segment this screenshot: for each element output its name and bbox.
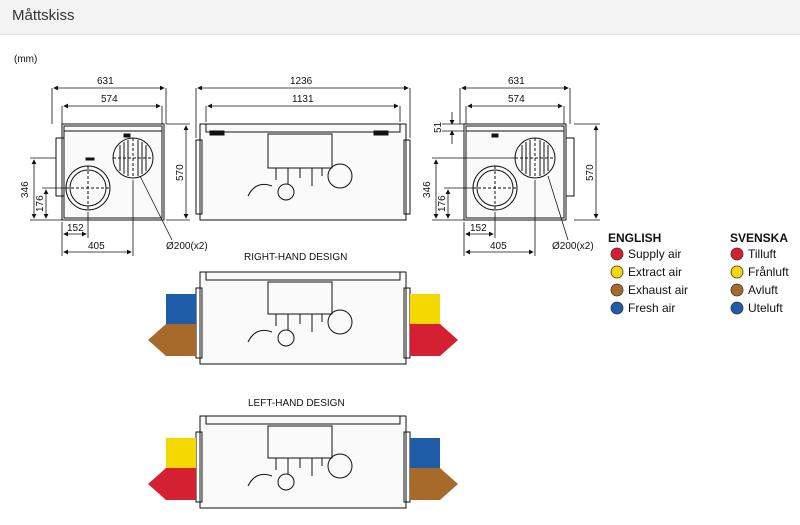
legend-swatch-en-2 — [610, 283, 624, 297]
lh-fresh-air-duct — [410, 438, 440, 470]
left-width-outer: 631 — [97, 76, 114, 87]
left-side-view — [55, 123, 165, 221]
right-top-51: 51 — [433, 121, 444, 133]
legend-english-title: ENGLISH — [608, 231, 661, 245]
units-label: (mm) — [14, 54, 37, 65]
right-width-inner: 574 — [508, 94, 525, 105]
legend: ENGLISH SVENSKA Supply air TilluftExtract… — [608, 231, 789, 315]
page-header: Måttskiss — [0, 0, 800, 35]
rh-extract-air-duct — [410, 294, 440, 326]
front-width-inner: 1131 — [292, 94, 314, 105]
left-hand-design-label: LEFT-HAND DESIGN — [248, 398, 345, 409]
lh-supply-air-duct — [148, 468, 196, 500]
right-height: 570 — [585, 164, 596, 181]
legend-swatch-en-3 — [610, 301, 624, 315]
legend-label-en-0: Supply air — [628, 247, 681, 261]
left-height-346: 346 — [20, 181, 31, 198]
rh-exhaust-air-duct — [148, 324, 196, 356]
right-view-dimensions — [432, 85, 600, 256]
left-depth-405: 405 — [88, 241, 105, 252]
right-depth-152: 152 — [470, 223, 487, 234]
left-height-176: 176 — [35, 195, 46, 212]
legend-label-sv-3: Uteluft — [748, 301, 783, 315]
right-side-view — [463, 123, 575, 221]
right-hand-design-unit — [195, 271, 411, 365]
legend-label-en-3: Fresh air — [628, 301, 675, 315]
right-height-176: 176 — [437, 195, 448, 212]
legend-swatch-sv-3 — [730, 301, 744, 315]
legend-label-en-2: Exhaust air — [628, 283, 688, 297]
lh-exhaust-air-duct — [410, 468, 458, 500]
legend-label-sv-1: Frånluft — [748, 265, 789, 279]
legend-swatch-en-0 — [610, 247, 624, 261]
legend-swatch-sv-2 — [730, 283, 744, 297]
legend-label-sv-0: Tilluft — [748, 247, 777, 261]
left-duct-diameter: Ø200(x2) — [166, 241, 208, 252]
legend-label-en-1: Extract air — [628, 265, 682, 279]
right-duct-diameter: Ø200(x2) — [552, 241, 594, 252]
legend-swatch-sv-0 — [730, 247, 744, 261]
front-view-dimensions — [195, 85, 411, 138]
left-width-inner: 574 — [101, 94, 118, 105]
lh-extract-air-duct — [166, 438, 196, 470]
right-height-346: 346 — [422, 181, 433, 198]
right-hand-design-ducts — [148, 294, 458, 356]
left-hand-design-ducts — [148, 438, 458, 500]
front-view — [195, 123, 411, 221]
right-width-outer: 631 — [508, 76, 525, 87]
legend-swatch-sv-1 — [730, 265, 744, 279]
legend-svenska-title: SVENSKA — [730, 231, 788, 245]
page-title: Måttskiss — [12, 7, 75, 24]
rh-supply-air-duct — [410, 324, 458, 356]
left-view-dimensions — [30, 85, 190, 256]
rh-fresh-air-duct — [166, 294, 196, 326]
right-hand-design-label: RIGHT-HAND DESIGN — [244, 252, 347, 263]
left-height: 570 — [175, 164, 186, 181]
left-hand-design-unit — [195, 415, 411, 509]
legend-swatch-en-1 — [610, 265, 624, 279]
legend-label-sv-2: Avluft — [748, 283, 778, 297]
left-depth-152: 152 — [67, 223, 84, 234]
right-depth-405: 405 — [490, 241, 507, 252]
front-width-outer: 1236 — [290, 76, 313, 87]
